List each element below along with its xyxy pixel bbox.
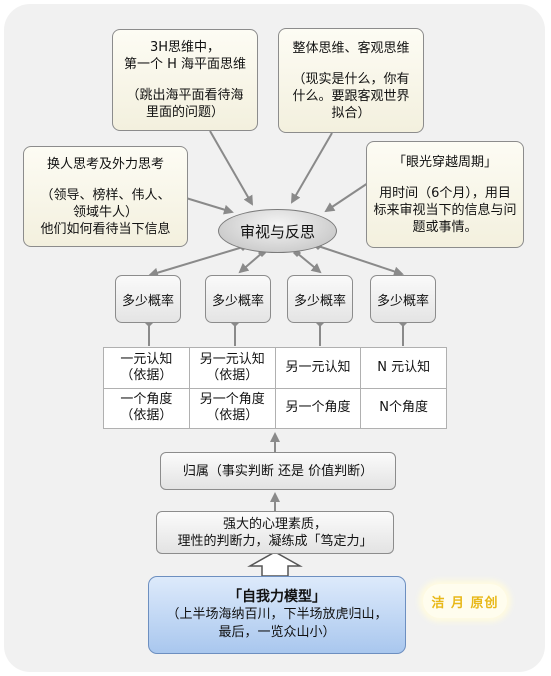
text-line: 换人思考及外力思考 [46, 156, 164, 172]
box-self-power-model: 「自我力模型」 （上半场海纳百川，下半场放虎归山， 最后，一览众山小） [148, 576, 406, 654]
text-line: 强大的心理素质， [222, 516, 327, 532]
text-line: （上半场海纳百川，下半场放虎归山， [166, 607, 388, 622]
grid-row-angle: 一个角度（依据） 另一个角度（依据） 另一个角度 N个角度 [103, 387, 447, 429]
text-line: 标来审视当下的信息与问 [373, 202, 517, 218]
text-line: （领导、榜样、伟人、 [40, 187, 171, 203]
text-line: （现实是什么，你有 [292, 71, 410, 87]
box-holistic-thinking: 整体思维、客观思维 （现实是什么，你有 什么。要跟客观世界 拟合） [278, 28, 424, 133]
grid-cell: 另一个角度（依据） [188, 387, 276, 429]
probability-box-3: 多少概率 [287, 275, 353, 323]
text-line: 用时间（6个月），用目 [379, 185, 511, 201]
grid-cell: 另一元认知（依据） [188, 347, 276, 389]
grid-cell: 另一元认知 [274, 347, 362, 389]
grid-row-cognition: 一元认知（依据） 另一元认知（依据） 另一元认知 N 元认知 [103, 347, 447, 389]
hollow-arrow-model-to-mind [247, 551, 303, 577]
text-line: 理性的判断力，凝练成「笃定力」 [177, 533, 373, 549]
text-line: 他们如何看待当下信息 [40, 221, 171, 237]
arrow-center-to-prob-1 [148, 243, 247, 278]
cell-text: 一元认知（依据） [120, 351, 173, 383]
cell-text: 另一元认知 [285, 359, 351, 375]
cell-text: 另一个角度 [285, 400, 351, 416]
center-node-review-reflect: 审视与反思 [218, 209, 337, 253]
arrow-left-to-center [185, 197, 234, 215]
text-line: 什么。要跟客观世界 [292, 88, 410, 104]
probability-box-1: 多少概率 [115, 275, 181, 323]
text-line: 最后，一览众山小） [218, 625, 336, 640]
probability-box-4: 多少概率 [370, 275, 436, 323]
text-line: （跳出海平面看待海 [126, 88, 244, 103]
arrow-center-to-prob-2 [238, 249, 266, 274]
grid-cell: N个角度 [360, 387, 447, 429]
arrow-top-right-to-center [290, 132, 333, 204]
text-line: 拟合） [331, 105, 371, 121]
box-across-cycles: 「眼光穿越周期」 用时间（6个月），用目 标来审视当下的信息与问 题或事情。 [366, 141, 524, 248]
arrow-center-to-prob-3 [293, 249, 322, 274]
text-line: 第一个 H 海平面思维 [123, 57, 247, 72]
cell-text: N个角度 [379, 400, 429, 416]
probability-box-2: 多少概率 [205, 275, 271, 323]
cell-text: 另一个角度（依据） [199, 392, 265, 424]
text-line: 归属（事实判断 还是 价值判断） [182, 463, 374, 479]
cell-text: 另一元认知（依据） [199, 351, 265, 383]
grid-cell: 一个角度（依据） [103, 387, 190, 429]
box-sea-level-thinking: 3H思维中， 第一个 H 海平面思维 （跳出海平面看待海 里面的问题） [112, 29, 258, 131]
text-line: 题或事情。 [412, 219, 478, 235]
cell-text: 一个角度（依据） [120, 392, 173, 424]
box-mental-strength: 强大的心理素质， 理性的判断力，凝练成「笃定力」 [156, 511, 394, 554]
arrow-top-left-to-center [209, 130, 253, 206]
cell-text: N 元认知 [377, 359, 431, 375]
text-line: 整体思维、客观思维 [292, 40, 410, 56]
grid-cell: 另一个角度 [274, 387, 362, 429]
arrow-center-to-prob-4 [314, 242, 404, 277]
box-belonging: 归属（事实判断 还是 价值判断） [160, 452, 396, 490]
box-perspective-taking: 换人思考及外力思考 （领导、榜样、伟人、 领域牛人） 他们如何看待当下信息 [23, 146, 188, 247]
text-line: 3H思维中， [149, 40, 221, 55]
watermark-badge: 洁 月 原创 [423, 584, 507, 618]
arrow-right-to-center [324, 182, 369, 213]
text-line: 领域牛人） [72, 204, 138, 220]
text-line: 「眼光穿越周期」 [392, 154, 497, 170]
grid-cell: N 元认知 [360, 347, 447, 389]
text-line: 里面的问题） [145, 105, 224, 120]
grid-cell: 一元认知（依据） [103, 347, 190, 389]
cognition-grid: 一元认知（依据） 另一元认知（依据） 另一元认知 N 元认知 一个角度（依据） … [103, 347, 447, 429]
model-title: 「自我力模型」 [228, 589, 326, 605]
